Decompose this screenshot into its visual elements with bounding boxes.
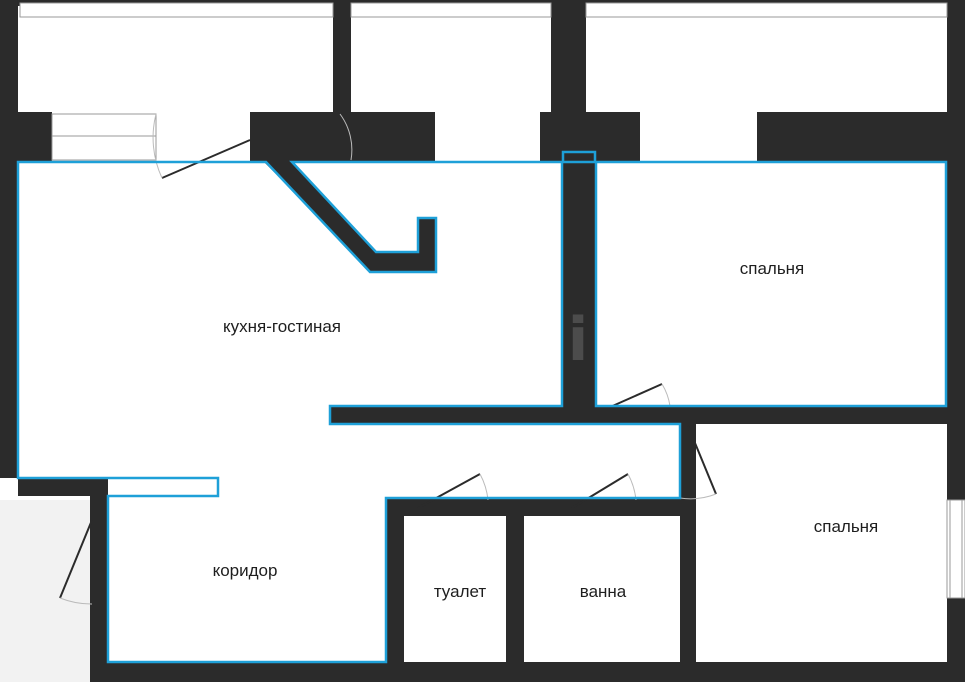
windows	[19, 2, 965, 599]
doors	[59, 113, 717, 605]
label-bedroom-bottom: спальня	[814, 517, 879, 536]
ventilation-duct	[266, 162, 436, 272]
floors	[18, 20, 947, 662]
label-kitchen-living: кухня-гостиная	[223, 317, 341, 336]
room-outlines	[16, 150, 948, 664]
outline-vent	[561, 150, 597, 164]
label-bath: ванна	[580, 582, 627, 601]
label-toilet: туалет	[434, 582, 487, 601]
watermark: i	[568, 305, 589, 375]
outside-area	[0, 500, 92, 682]
label-corridor: коридор	[213, 561, 278, 580]
window-lines	[52, 135, 963, 598]
label-bedroom-top: спальня	[740, 259, 805, 278]
outline-bedroom-top	[594, 160, 948, 408]
outline-kitchen-living	[16, 160, 682, 664]
